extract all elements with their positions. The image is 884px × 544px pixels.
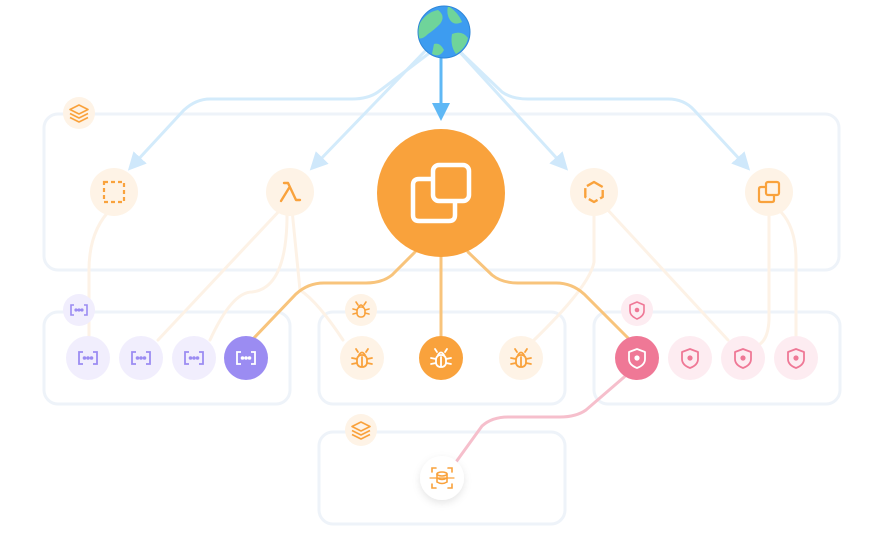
t2-node[interactable]	[266, 168, 314, 216]
top-layer-badge[interactable]	[63, 97, 95, 129]
a1-node[interactable]	[66, 336, 110, 380]
copy-icon	[757, 180, 781, 204]
connector-t2-a2	[156, 206, 284, 342]
connector-t4-s3	[754, 210, 771, 348]
database-node[interactable]	[420, 456, 464, 500]
a2-node[interactable]	[119, 336, 163, 380]
database-scan-icon	[429, 467, 455, 489]
bug-icon	[352, 301, 370, 318]
globe-icon	[417, 5, 471, 59]
data-group	[317, 430, 567, 526]
arrow-internet-t4	[450, 42, 751, 171]
layers-icon	[351, 421, 371, 440]
layers-icon	[69, 104, 89, 123]
connector-t2-a3	[208, 208, 289, 342]
bug-group-badge[interactable]	[345, 294, 377, 326]
shield-virus-icon	[629, 301, 645, 320]
shield-virus-icon	[681, 348, 699, 369]
central-node[interactable]	[377, 129, 505, 257]
data-layer-badge[interactable]	[345, 414, 377, 446]
b3-node[interactable]	[499, 336, 543, 380]
bug-icon	[510, 348, 532, 368]
shield-group	[592, 310, 842, 406]
api-brackets-icon	[184, 351, 204, 365]
t4-node[interactable]	[745, 168, 793, 216]
arrow-internet-t3	[454, 46, 569, 171]
shield-group-badge[interactable]	[621, 294, 653, 326]
lambda-icon	[279, 181, 302, 203]
shield-virus-icon	[787, 348, 805, 369]
hexagon-icon	[584, 180, 604, 204]
s4-node[interactable]	[774, 336, 818, 380]
active-connectors	[250, 250, 632, 342]
dashed-square-icon	[102, 180, 126, 204]
t1-node[interactable]	[90, 168, 138, 216]
nodes	[63, 5, 818, 500]
connector-s1-database	[454, 370, 632, 464]
b1-node[interactable]	[340, 336, 384, 380]
copy-icon	[410, 162, 472, 224]
api-group	[42, 310, 292, 406]
s3-node[interactable]	[721, 336, 765, 380]
connector-t4-s4	[779, 210, 798, 338]
arrow-internet-t1	[127, 46, 438, 171]
s2-node[interactable]	[668, 336, 712, 380]
s1-node[interactable]	[615, 336, 659, 380]
bug-icon	[351, 348, 373, 368]
connector-central-s1	[466, 250, 632, 342]
connector-central-a4	[250, 250, 417, 342]
shield-virus-icon	[628, 348, 646, 369]
a4-node[interactable]	[224, 336, 268, 380]
arrow-internet-t2	[309, 46, 430, 171]
shield-virus-icon	[734, 348, 752, 369]
internet-node[interactable]	[417, 5, 471, 59]
b2-node[interactable]	[419, 336, 463, 380]
api-group-badge[interactable]	[63, 294, 95, 326]
api-brackets-icon	[131, 351, 151, 365]
internet-soft-arrows	[127, 42, 751, 171]
api-brackets-icon	[70, 304, 88, 316]
api-brackets-icon	[78, 351, 98, 365]
t3-node[interactable]	[570, 168, 618, 216]
a3-node[interactable]	[172, 336, 216, 380]
api-brackets-icon	[236, 351, 256, 365]
connector-t3-s3	[604, 206, 730, 342]
bug-icon	[430, 348, 452, 368]
connector-t2-b1	[290, 208, 345, 342]
